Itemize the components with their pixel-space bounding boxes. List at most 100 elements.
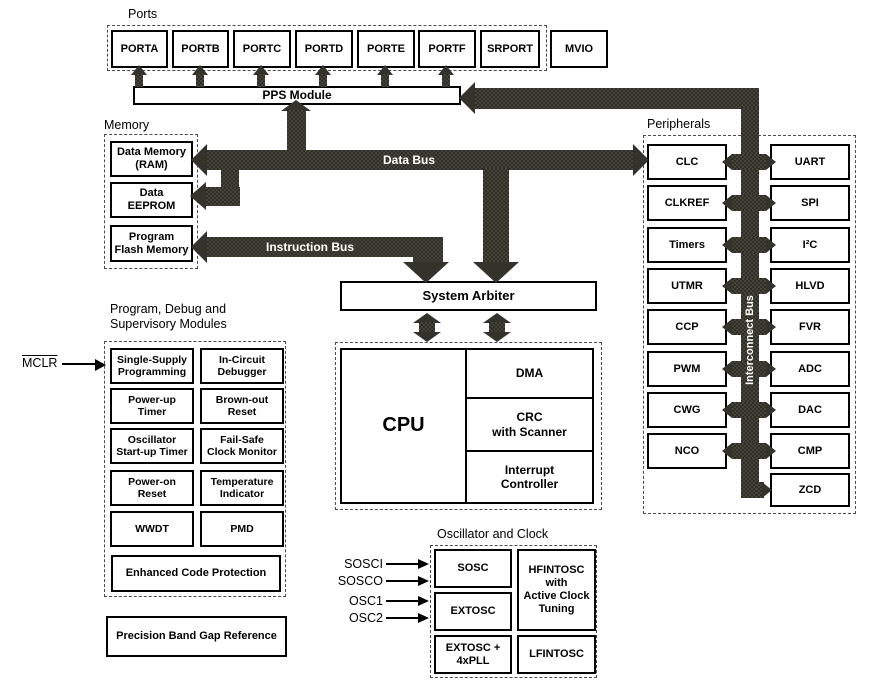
row-arrow-stem (732, 154, 766, 170)
osc2-arrow-line (386, 617, 418, 619)
port-box-portf: PORTF (418, 30, 476, 68)
row-arrowhead-right (766, 319, 776, 335)
ports-group-label: Ports (128, 7, 158, 21)
mclr-arrowhead (95, 359, 106, 371)
port-box-portb: PORTB (172, 30, 229, 68)
row-arrowhead-right (766, 402, 776, 418)
pps-bus-arrowhead (459, 82, 475, 114)
pdsm-brown-out-reset: Brown-out Reset (200, 388, 284, 424)
peripheral-i2c: I²C (770, 227, 850, 263)
pdsm-fail-safe-clock-monitor: Fail-Safe Clock Monitor (200, 428, 284, 464)
system-arbiter-box: System Arbiter (340, 281, 597, 311)
row-arrow-stem (732, 443, 766, 459)
port-box-porte: PORTE (357, 30, 415, 68)
row-arrowhead-left (722, 443, 732, 459)
peripheral-fvr: FVR (770, 309, 850, 345)
osc1-arrowhead (418, 596, 429, 606)
program-flash-box: Program Flash Memory (110, 225, 193, 262)
peripheral-timers: Timers (647, 227, 727, 263)
arbiter-cpu-arrow-stem (489, 322, 505, 333)
zcd-arrow-stem (756, 482, 764, 498)
interrupt-controller-cell: Interrupt Controller (500, 462, 559, 491)
data-bus-left-arrowhead (191, 144, 207, 176)
row-arrow-stem (732, 361, 766, 377)
pps-port-arrow-stem (381, 74, 389, 87)
pps-port-arrowhead (377, 65, 393, 75)
data-memory-ram-box: Data Memory (RAM) (110, 141, 193, 177)
peripheral-zcd: ZCD (770, 473, 850, 507)
pdsm-group-label: Program, Debug and Supervisory Modules (110, 302, 227, 331)
data-bus-bar (207, 150, 633, 170)
peripherals-group-label: Peripherals (647, 117, 711, 131)
mclr-arrow-line (62, 363, 96, 365)
sosco-arrowhead (418, 576, 429, 586)
osc1-arrow-line (386, 600, 418, 602)
peripheral-utmr: UTMR (647, 268, 727, 304)
arbiter-cpu-arrowhead-down (413, 332, 441, 342)
lfintosc-box: LFINTOSC (517, 635, 596, 674)
row-arrowhead-right (766, 278, 776, 294)
row-arrowhead-right (766, 443, 776, 459)
pps-port-arrowhead (253, 65, 269, 75)
pps-port-arrow-stem (442, 74, 450, 87)
port-box-portd: PORTD (295, 30, 353, 68)
pps-port-arrow-stem (135, 74, 143, 87)
osc2-pin-label: OSC2 (348, 611, 383, 625)
data-bus-pps-stem (287, 110, 306, 152)
extosc-box: EXTOSC (434, 592, 512, 631)
row-arrowhead-left (722, 278, 732, 294)
peripheral-dac: DAC (770, 392, 850, 428)
peripheral-ccp: CCP (647, 309, 727, 345)
enhanced-code-protection-box: Enhanced Code Protection (111, 555, 281, 592)
pdsm-temperature-indicator: Temperature Indicator (200, 470, 284, 506)
instruction-bus-bar (207, 237, 443, 257)
interconnect-to-pps-bar (475, 88, 759, 109)
pps-port-arrowhead (315, 65, 331, 75)
pps-port-arrowhead (131, 65, 147, 75)
sosci-arrowhead (418, 559, 429, 569)
cpu-block: CPU DMA CRC with Scanner Interrupt Contr… (340, 348, 594, 504)
osc2-arrowhead (418, 613, 429, 623)
memory-group-label: Memory (104, 118, 150, 132)
cpu-cell: CPU (342, 350, 467, 502)
peripheral-clkref: CLKREF (647, 185, 727, 221)
osc1-pin-label: OSC1 (348, 594, 383, 608)
peripheral-hlvd: HLVD (770, 268, 850, 304)
row-arrowhead-left (722, 195, 732, 211)
peripheral-cmp: CMP (770, 433, 850, 469)
pdsm-power-up-timer: Power-up Timer (110, 388, 194, 424)
row-arrowhead-left (722, 154, 732, 170)
data-bus-arbiter-arrowhead (473, 262, 519, 283)
row-arrowhead-right (766, 361, 776, 377)
instruction-bus-drop-stem (413, 255, 443, 265)
peripheral-cwg: CWG (647, 392, 727, 428)
pdsm-power-on-reset: Power-on Reset (110, 470, 194, 506)
pdsm-pmd: PMD (200, 511, 284, 547)
row-arrowhead-right (766, 237, 776, 253)
peripheral-uart: UART (770, 144, 850, 180)
eeprom-branch-hstem (204, 187, 240, 206)
peripheral-adc: ADC (770, 351, 850, 387)
peripheral-nco: NCO (647, 433, 727, 469)
pdsm-in-circuit-debugger: In-Circuit Debugger (200, 348, 284, 384)
row-arrow-stem (732, 319, 766, 335)
dma-cell: DMA (467, 350, 592, 399)
port-box-portc: PORTC (233, 30, 291, 68)
band-gap-reference-box: Precision Band Gap Reference (106, 616, 287, 657)
peripheral-clc: CLC (647, 144, 727, 180)
data-bus-label: Data Bus (383, 153, 436, 167)
instruction-bus-arrowhead (191, 231, 207, 263)
pdsm-single-supply-programming: Single-Supply Programming (110, 348, 194, 384)
crc-cell: CRC with Scanner (467, 399, 592, 452)
pps-port-arrow-stem (257, 74, 265, 87)
peripheral-pwm: PWM (647, 351, 727, 387)
sosco-pin-label: SOSCO (337, 574, 383, 588)
pdsm-wwdt: WWDT (110, 511, 194, 547)
pps-port-arrowhead (438, 65, 454, 75)
cpu-group-border (335, 342, 602, 510)
interconnect-bus-label: Interconnect Bus (744, 295, 756, 385)
sosc-box: SOSC (434, 549, 512, 588)
row-arrowhead-right (766, 195, 776, 211)
peripheral-spi: SPI (770, 185, 850, 221)
